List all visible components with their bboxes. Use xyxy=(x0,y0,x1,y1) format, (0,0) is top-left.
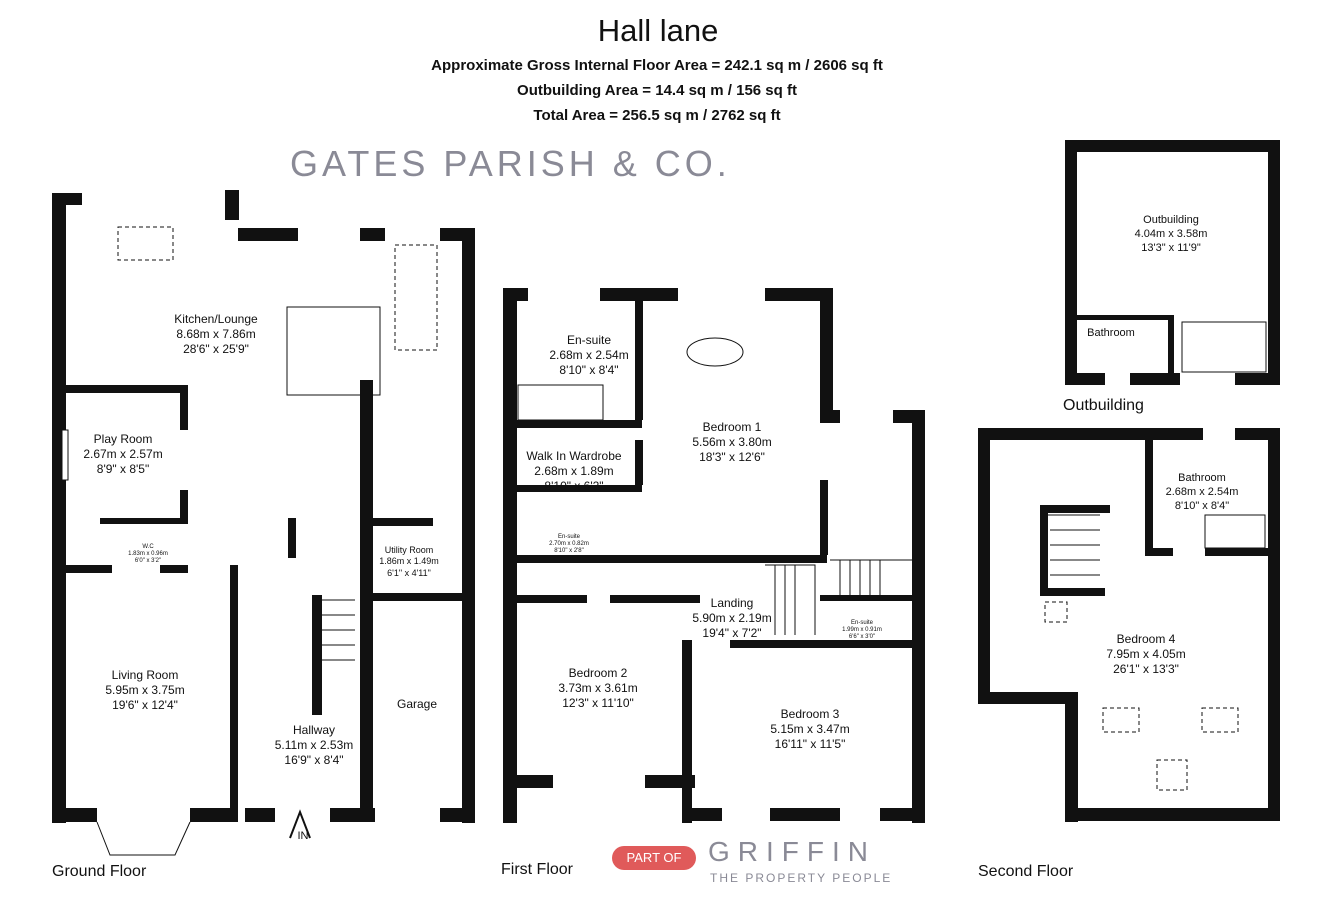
watermark-tagline: THE PROPERTY PEOPLE xyxy=(710,871,893,885)
first-floor-label: First Floor xyxy=(501,861,573,878)
room-outbuilding-bathroom: Bathroom xyxy=(1087,327,1135,339)
outbuilding-area: Outbuilding Area = 14.4 sq m / 156 sq ft xyxy=(517,82,797,99)
watermark-badge: PART OF xyxy=(612,846,696,870)
plan-title: Hall lane xyxy=(597,13,719,48)
second-floor-label: Second Floor xyxy=(978,863,1074,880)
total-area: Total Area = 256.5 sq m / 2762 sq ft xyxy=(533,107,781,124)
room-garage: Garage xyxy=(396,697,438,711)
entrance-label: IN xyxy=(297,830,309,842)
ground-floor-label: Ground Floor xyxy=(52,863,147,880)
watermark-brand: GATES PARISH & CO. xyxy=(290,143,731,184)
watermark-group: GRIFFIN xyxy=(708,836,876,867)
outbuilding-label: Outbuilding xyxy=(1063,397,1144,414)
gross-area: Approximate Gross Internal Floor Area = … xyxy=(431,57,883,74)
